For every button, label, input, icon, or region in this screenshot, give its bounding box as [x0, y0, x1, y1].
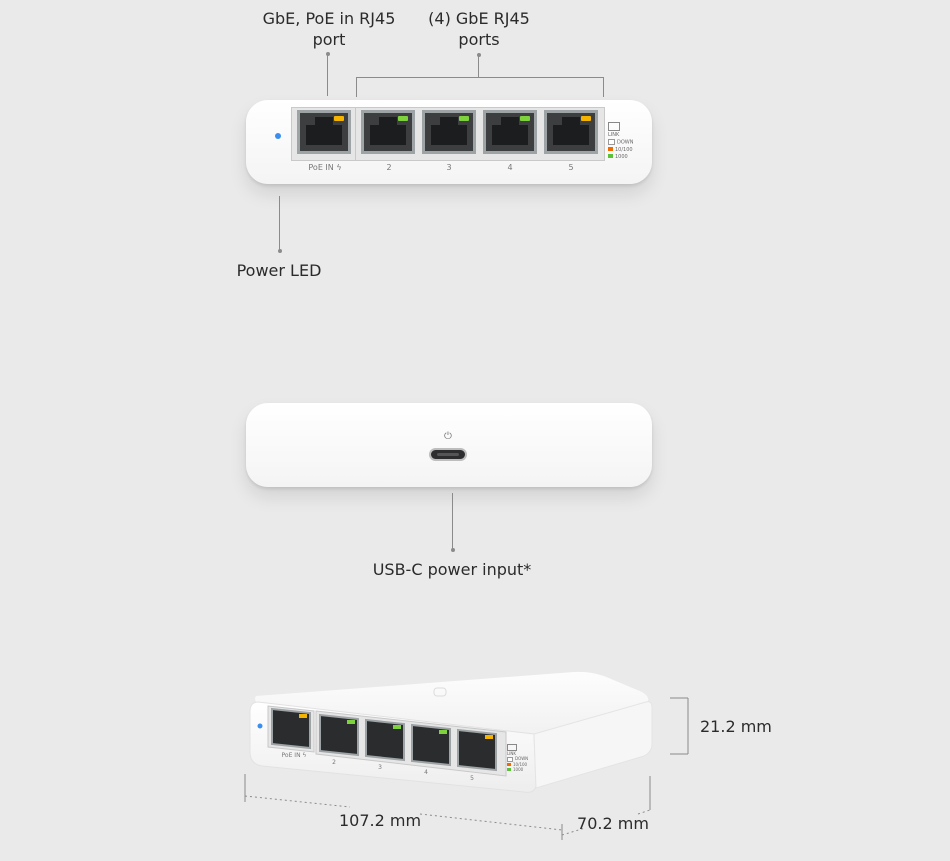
- legend-100: 10/100: [513, 761, 528, 767]
- gbe-ports-callout: (4) GbE RJ45 ports: [404, 8, 554, 50]
- callout-line: [478, 55, 479, 77]
- callout-dot: [477, 53, 481, 57]
- gbe-ports-callout-line1: (4) GbE RJ45: [428, 9, 530, 28]
- rj45-port-3: [422, 110, 476, 154]
- power-led-callout: Power LED: [236, 261, 322, 280]
- port-number: 4: [507, 163, 513, 172]
- link-led: [520, 116, 530, 121]
- power-icon: ⏻: [444, 431, 452, 442]
- legend-100: 10/100: [615, 146, 633, 153]
- switch-front-view: PoE IN ϟ 2 3 4 5 LINK DOWN 10/100 1000: [246, 100, 652, 184]
- bracket-line: [603, 77, 604, 97]
- network-icon: [507, 744, 517, 751]
- callout-line: [452, 493, 453, 549]
- lightning-icon: ϟ: [302, 752, 307, 759]
- callout-dot: [326, 52, 330, 56]
- port-number: 4: [424, 769, 428, 776]
- callout-dot: [451, 548, 455, 552]
- port-number: 3: [378, 764, 382, 771]
- bracket-line: [356, 77, 357, 97]
- legend-down: DOWN: [515, 756, 529, 761]
- network-icon: [608, 122, 620, 131]
- rj45-port-4: [483, 110, 537, 154]
- poe-in-label: PoE IN ϟ: [308, 163, 342, 172]
- poe-port-callout-line2: port: [312, 30, 346, 49]
- link-led: [459, 116, 469, 121]
- usb-c-port: [429, 448, 467, 461]
- height-bracket: [670, 697, 689, 755]
- callout-dot: [278, 249, 282, 253]
- port-number: 5: [568, 163, 574, 172]
- port-number: 5: [470, 775, 474, 782]
- port-number: 3: [446, 163, 452, 172]
- led-legend: LINK DOWN 10/100 1000: [608, 122, 644, 161]
- link-led: [398, 116, 408, 121]
- bracket-line: [356, 77, 604, 78]
- legend-1000: 1000: [615, 153, 628, 160]
- legend-title: LINK: [608, 132, 620, 138]
- depth-dimension: 70.2 mm: [577, 814, 649, 833]
- lightning-icon: ϟ: [336, 163, 342, 172]
- callout-line: [279, 196, 280, 250]
- gbe-ports-callout-line2: ports: [458, 30, 500, 49]
- callout-line: [327, 54, 328, 96]
- dimension-lines: [244, 774, 651, 840]
- switch-perspective-view: PoE IN ϟ 2 3 4 5 LINK DOWN 10/100 1000: [244, 668, 684, 798]
- power-led: [275, 133, 281, 139]
- port-number: 2: [386, 163, 392, 172]
- switch-body-svg: [249, 671, 653, 793]
- port-number: 2: [332, 759, 336, 766]
- rj45-port-5: [544, 110, 598, 154]
- link-led: [581, 116, 591, 121]
- legend-1000: 1000: [513, 766, 524, 772]
- legend-down: DOWN: [617, 139, 634, 146]
- poe-in-label: PoE IN ϟ: [281, 752, 307, 759]
- height-dimension: 21.2 mm: [700, 717, 772, 736]
- legend-title: LINK: [507, 751, 517, 756]
- poe-port-callout: GbE, PoE in RJ45 port: [244, 8, 414, 50]
- rj45-port-2: [361, 110, 415, 154]
- rj45-port-poe: [297, 110, 351, 154]
- switch-back-view: ⏻: [246, 403, 652, 487]
- led-legend: LINK DOWN 10/100 1000: [507, 744, 533, 772]
- width-dimension: 107.2 mm: [338, 811, 422, 830]
- usbc-callout: USB-C power input*: [372, 560, 532, 579]
- link-led: [334, 116, 344, 121]
- poe-port-callout-line1: GbE, PoE in RJ45: [262, 9, 396, 28]
